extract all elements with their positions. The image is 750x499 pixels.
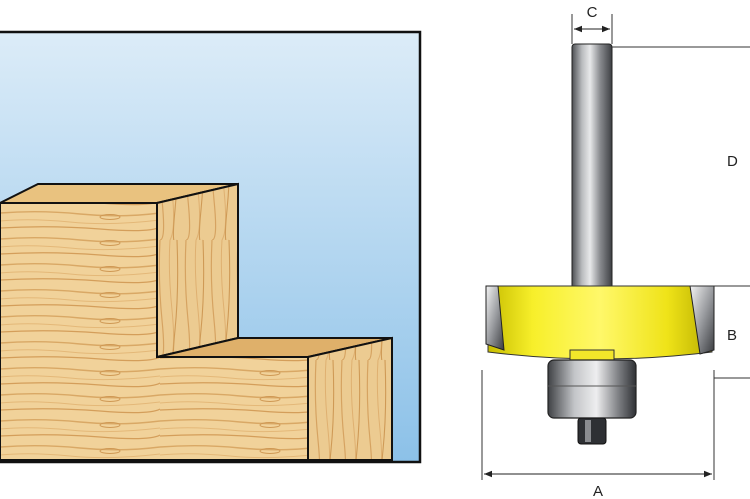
dim-label-c: C <box>587 4 598 21</box>
guide-bearing <box>547 359 637 419</box>
dimension-annotations: C D B A <box>481 4 750 499</box>
dim-label-a: A <box>593 483 603 499</box>
workpiece-illustration <box>0 30 422 464</box>
dim-label-d: D <box>727 153 738 170</box>
screw-highlight <box>585 420 591 442</box>
board-end-face <box>307 336 393 461</box>
bearing-screw <box>577 417 607 445</box>
left-carbide-blade <box>485 285 505 351</box>
router-bit <box>485 43 715 445</box>
bit-shank <box>571 43 613 291</box>
dim-label-b: B <box>727 327 737 344</box>
cutter-body <box>487 285 713 360</box>
upper-step-side-face <box>156 182 239 359</box>
